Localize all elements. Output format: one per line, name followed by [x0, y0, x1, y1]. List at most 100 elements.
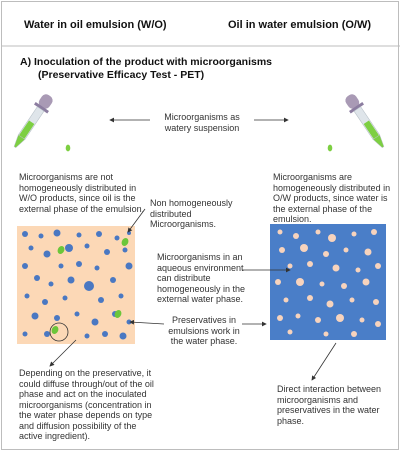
- oil-droplet: [295, 313, 301, 319]
- oil-droplet: [362, 278, 370, 286]
- oil-droplet: [293, 233, 299, 239]
- oil-droplet: [326, 300, 334, 308]
- oil-droplet: [375, 321, 381, 327]
- pipette-icon: [345, 94, 385, 148]
- water-droplet: [74, 311, 80, 317]
- water-droplet: [54, 315, 60, 321]
- pipette-icon: [13, 94, 53, 148]
- wo-description: Microorganisms are not homogeneously dis…: [19, 172, 145, 214]
- oil-droplet: [336, 314, 344, 322]
- water-droplet: [118, 293, 124, 299]
- water-droplet: [119, 332, 127, 340]
- water-droplet: [84, 243, 90, 249]
- oil-droplet: [351, 331, 357, 337]
- oil-droplet: [373, 299, 379, 305]
- direct-interaction-description: Direct interaction between microorganism…: [277, 384, 382, 426]
- water-droplet: [122, 247, 128, 253]
- highlight-circle: [49, 322, 69, 342]
- water-droplet: [31, 312, 39, 320]
- water-droplet: [34, 275, 40, 281]
- oil-droplet: [351, 231, 357, 237]
- water-droplet: [104, 249, 110, 255]
- water-droplet: [22, 331, 28, 337]
- water-droplet: [98, 297, 104, 303]
- water-droplet: [91, 318, 99, 326]
- oil-droplet: [287, 329, 293, 335]
- arrow-icon: [127, 208, 146, 233]
- microorganism: [114, 309, 122, 319]
- oil-droplet: [349, 297, 355, 303]
- right-column-title: Oil in water emulsion (O/W): [228, 19, 372, 31]
- oil-droplet: [343, 247, 349, 253]
- oil-droplet: [307, 261, 313, 267]
- water-droplet: [42, 299, 48, 305]
- oil-droplet: [296, 278, 304, 286]
- oil-droplet: [364, 248, 372, 256]
- oil-droplet: [332, 264, 340, 272]
- arrow-icon: [129, 319, 165, 325]
- water-droplet: [76, 232, 82, 238]
- water-droplet: [65, 244, 73, 252]
- microorganism: [121, 237, 129, 247]
- oil-phase: [17, 226, 135, 344]
- water-droplet: [110, 277, 116, 283]
- water-droplet: [58, 263, 64, 269]
- oil-droplet: [359, 317, 365, 323]
- arrow-icon: [49, 339, 77, 367]
- water-droplet: [114, 235, 120, 241]
- water-droplet: [48, 281, 54, 287]
- water-droplet: [53, 229, 61, 237]
- oil-droplet: [355, 267, 361, 273]
- ow-emulsion-square: [270, 224, 386, 340]
- water-droplet: [84, 281, 94, 291]
- left-column-title: Water in oil emulsion (W/O): [24, 19, 167, 31]
- water-droplet: [76, 261, 82, 267]
- oil-droplet: [315, 229, 321, 235]
- water-droplet: [22, 231, 28, 237]
- oil-droplet: [371, 229, 377, 235]
- water-droplet: [44, 331, 50, 337]
- arrow-icon: [311, 342, 337, 381]
- oil-droplet: [328, 234, 336, 242]
- oil-droplet: [287, 263, 293, 269]
- water-droplet: [84, 333, 90, 339]
- ow-description: Microorganisms are homogeneously distrib…: [273, 172, 391, 224]
- non-homogeneous-label: Non homogeneously distributed Microorgan…: [150, 198, 233, 229]
- water-droplet: [43, 250, 51, 258]
- water-droplet: [28, 245, 34, 251]
- water-droplet: [127, 231, 131, 235]
- water-droplet: [22, 263, 28, 269]
- oil-droplet: [279, 247, 285, 253]
- oil-droplet: [283, 297, 289, 303]
- oil-droplet: [307, 295, 313, 301]
- oil-droplet: [323, 331, 329, 337]
- water-droplet: [102, 331, 108, 337]
- water-droplet: [24, 293, 30, 299]
- wo-emulsion-square: [17, 226, 135, 344]
- water-droplet: [125, 262, 133, 270]
- oil-droplet: [323, 251, 329, 257]
- section-subtitle: (Preservative Efficacy Test - PET): [38, 69, 205, 81]
- water-droplet: [67, 276, 75, 284]
- water-droplet: [62, 295, 68, 301]
- droplet-right: [327, 144, 333, 152]
- aqueous-environment-label: Microorganisms in an aqueous environment…: [157, 252, 246, 304]
- oil-droplet: [277, 315, 283, 321]
- section-title: A) Inoculation of the product with micro…: [20, 56, 273, 68]
- droplet-left: [65, 144, 71, 152]
- microorganism: [51, 325, 59, 335]
- diffusion-description: Depending on the preservative, it could …: [19, 368, 154, 441]
- preservatives-label: Preservatives in emulsions work in the w…: [168, 315, 240, 346]
- oil-droplet: [375, 263, 381, 269]
- water-droplet: [96, 231, 102, 237]
- oil-droplet: [300, 244, 308, 252]
- suspension-label: Microorganisms as watery suspension: [164, 112, 240, 133]
- microorganism: [57, 245, 65, 255]
- water-droplet: [94, 265, 100, 271]
- oil-droplet: [275, 279, 281, 285]
- oil-droplet: [319, 281, 325, 287]
- oil-droplet: [341, 283, 347, 289]
- oil-droplet: [315, 317, 321, 323]
